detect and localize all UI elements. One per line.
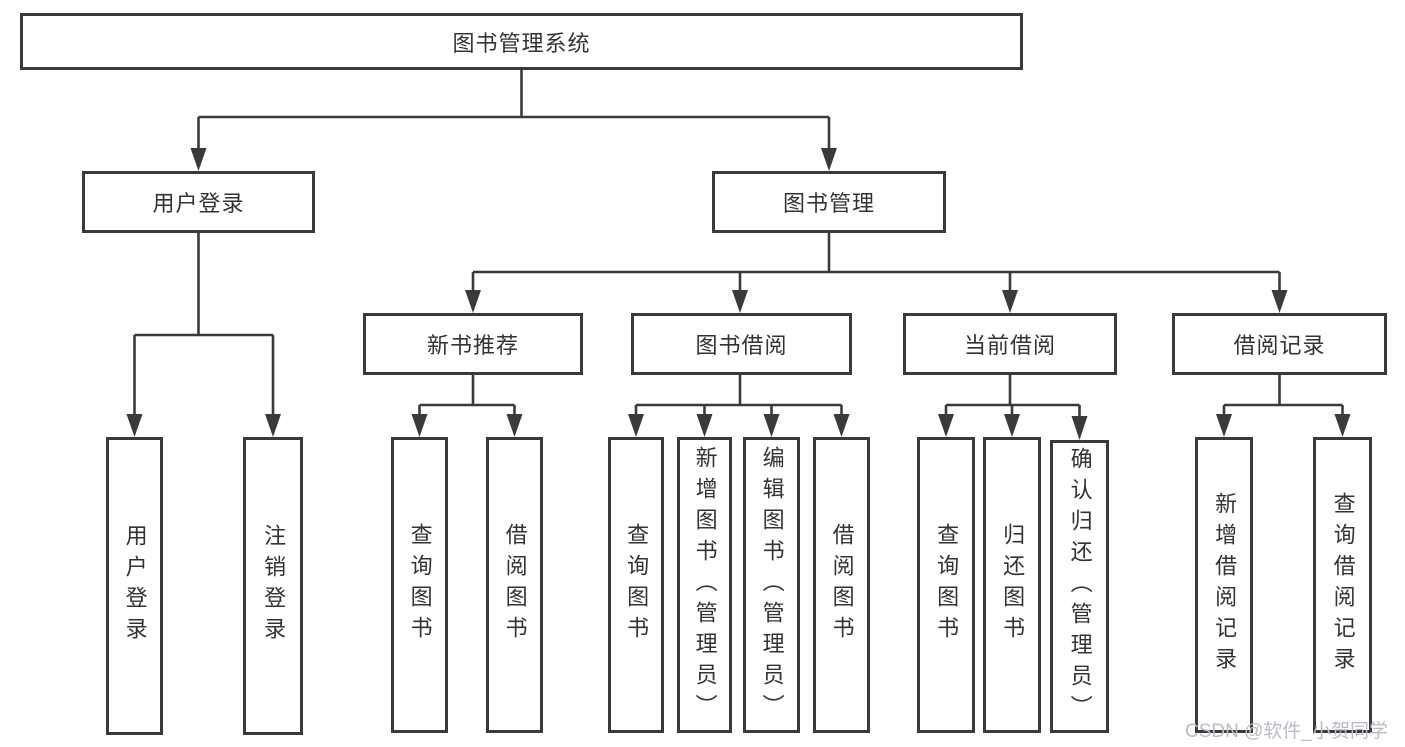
leaf-label: 查询借阅记录 [1330,492,1356,678]
connector-group [126,70,1351,440]
leaf-query-borrow-record: 查询借阅记录 [1313,437,1372,733]
leaf-label: 注销登录 [261,524,287,648]
leaf-logout: 注销登录 [243,437,303,735]
leaf-query-books-current: 查询图书 [917,437,975,733]
node-label: 图书管理系统 [452,30,591,56]
node-label: 用户登录 [152,191,245,216]
node-label: 新书推荐 [426,333,519,358]
leaf-label: 新增图书（管理员） [692,445,718,725]
leaf-label: 确认归还（管理员） [1067,447,1093,726]
leaf-confirm-return-admin: 确认归还（管理员） [1050,440,1109,733]
node-label: 图书管理 [782,191,875,216]
leaf-return-books: 归还图书 [983,437,1041,733]
node-new-book-recommend: 新书推荐 [363,313,583,375]
leaf-label: 查询图书 [407,523,433,647]
node-user-login: 用户登录 [82,171,315,233]
leaf-borrow-books: 借阅图书 [813,437,870,733]
node-book-management: 图书管理 [712,171,946,233]
leaf-label: 借阅图书 [502,523,528,647]
leaf-label: 归还图书 [1000,523,1026,647]
node-current-borrow: 当前借阅 [903,313,1117,375]
leaf-query-books-borrow: 查询图书 [608,437,664,733]
csdn-watermark: CSDN @软件_小贺同学 [1185,721,1388,742]
leaf-label: 查询图书 [934,523,960,647]
node-library-management-system: 图书管理系统 [20,13,1023,70]
node-label: 图书借阅 [695,333,788,358]
leaf-label: 新增借阅记录 [1212,492,1238,678]
leaf-edit-books-admin: 编辑图书（管理员） [743,437,800,733]
leaf-user-login: 用户登录 [106,437,163,735]
leaf-label: 用户登录 [122,524,148,648]
leaf-label: 编辑图书（管理员） [759,445,785,725]
leaf-query-books-recommend: 查询图书 [391,437,448,733]
node-label: 当前借阅 [963,333,1056,358]
node-book-borrow: 图书借阅 [631,313,852,375]
leaf-borrow-books-recommend: 借阅图书 [486,437,543,733]
leaf-label: 借阅图书 [829,523,855,647]
leaf-label: 查询图书 [624,523,650,647]
node-borrow-records: 借阅记录 [1172,313,1387,375]
leaf-add-borrow-record: 新增借阅记录 [1195,437,1253,733]
node-label: 借阅记录 [1233,333,1326,358]
leaf-add-books-admin: 新增图书（管理员） [677,437,732,733]
